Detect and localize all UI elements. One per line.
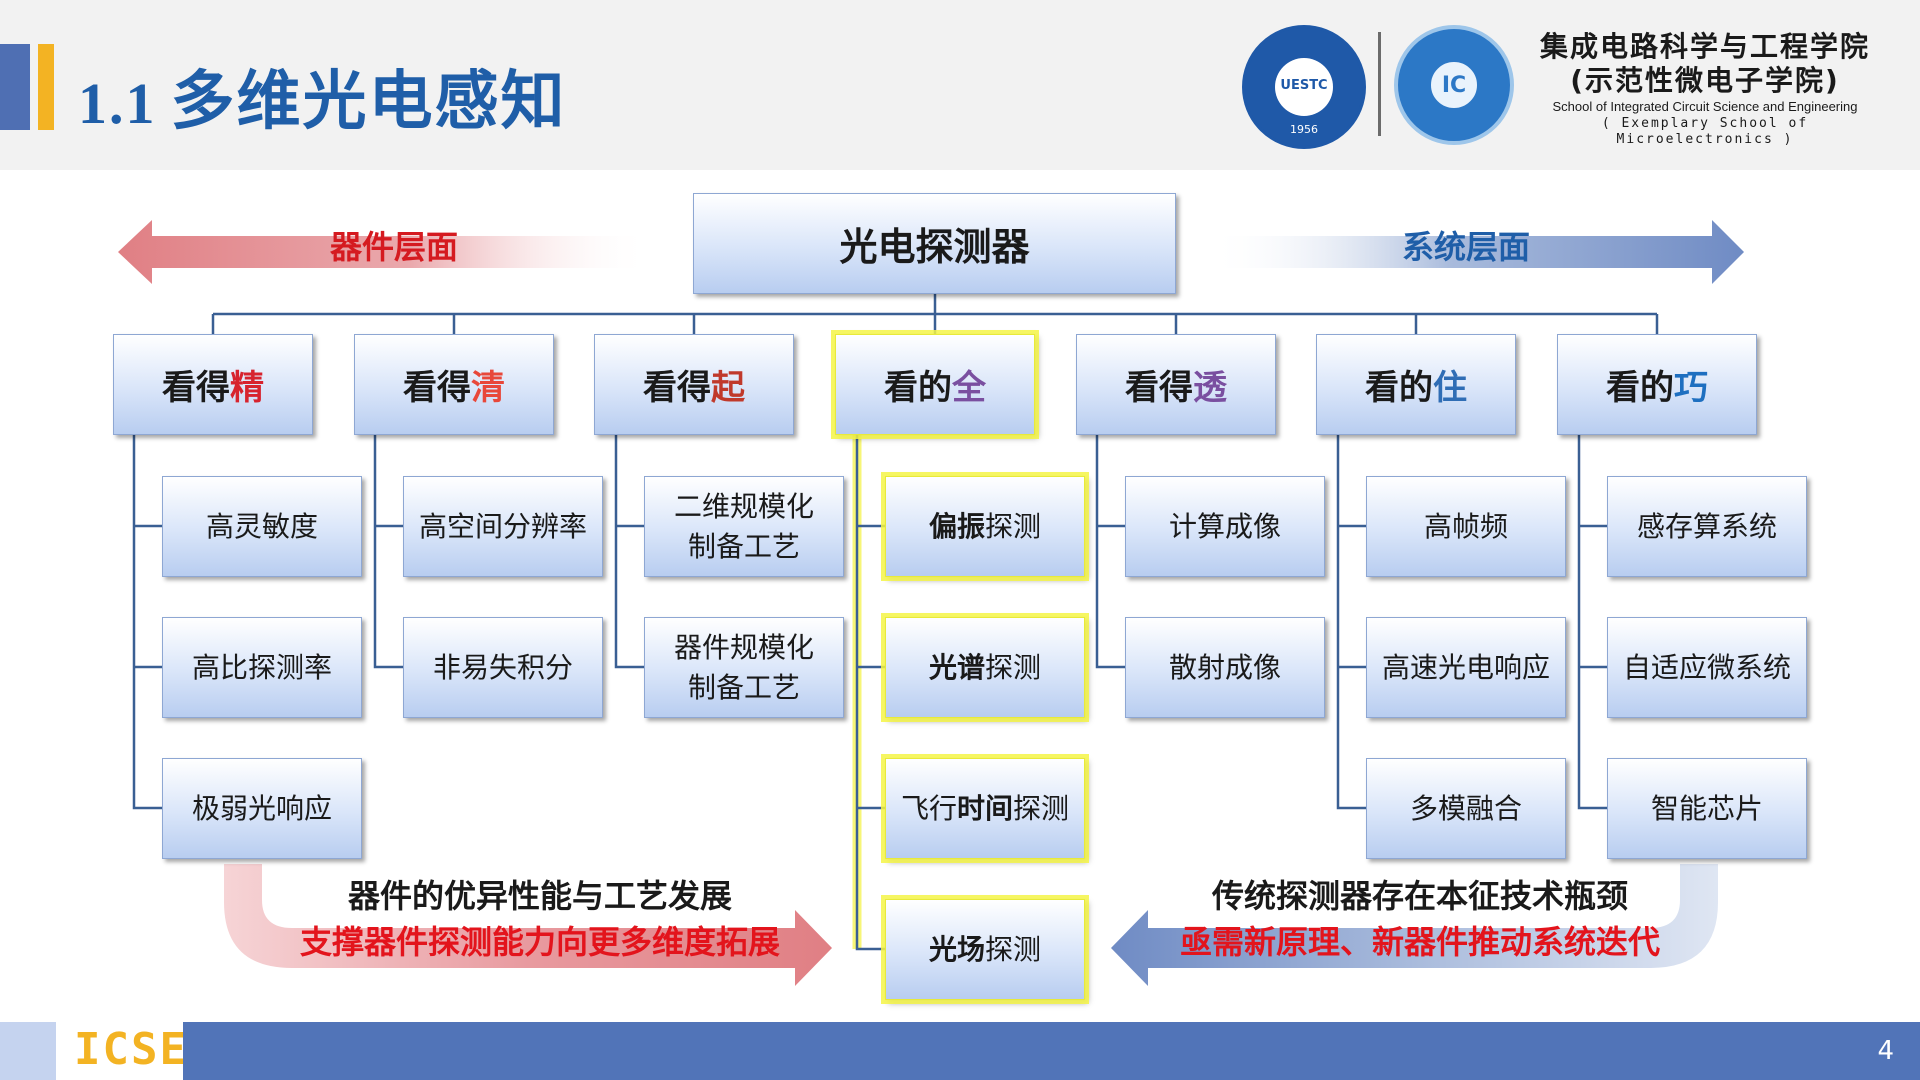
category-zhu: 看的住 [1316, 334, 1516, 435]
category-key: 全 [952, 368, 986, 408]
uestc-logo-year: 1956 [1290, 123, 1318, 136]
category-tou: 看得透 [1076, 334, 1276, 435]
header-accent-blue [0, 44, 30, 130]
system-level-label: 系统层面 [1402, 228, 1531, 266]
category-key: 清 [471, 368, 505, 408]
uestc-logo-text: UESTC [1280, 78, 1328, 93]
institute-zh-line1: 集成电路科学与工程学院 [1539, 30, 1870, 63]
category-key: 住 [1433, 368, 1467, 408]
category-prefix: 看得 [162, 368, 230, 408]
leaf-2d-scalable-fabrication: 二维规模化 制备工艺 [644, 476, 844, 577]
category-key: 起 [711, 368, 745, 408]
institute-name: 集成电路科学与工程学院 (示范性微电子学院) School of Integra… [1530, 30, 1880, 148]
category-prefix: 看得 [403, 368, 471, 408]
category-prefix: 看得 [643, 368, 711, 408]
leaf-spectral-detection: 光谱探测 [885, 617, 1085, 718]
category-prefix: 看得 [1125, 368, 1193, 408]
footer-accent [0, 1022, 56, 1080]
icse-logo: IC [1394, 25, 1514, 145]
leaf-scattering-imaging: 散射成像 [1125, 617, 1325, 718]
leaf-nonvolatile-integration: 非易失积分 [403, 617, 603, 718]
uestc-logo-center [1275, 58, 1333, 116]
institute-zh-line2: (示范性微电子学院) [1570, 64, 1840, 97]
category-qi: 看得起 [594, 334, 794, 435]
category-quan: 看的全 [835, 334, 1035, 435]
leaf-adaptive-microsystem: 自适应微系统 [1607, 617, 1807, 718]
category-prefix: 看的 [1365, 368, 1433, 408]
device-level-label: 器件层面 [330, 228, 459, 266]
caption-right: 传统探测器存在本征技术瓶颈 亟需新原理、新器件推动系统迭代 [1150, 871, 1690, 963]
leaf-polarization-detection: 偏振探测 [885, 476, 1085, 577]
leaf-time-of-flight-detection: 飞行时间探测 [885, 758, 1085, 859]
leaf-high-spatial-resolution: 高空间分辨率 [403, 476, 603, 577]
icse-logo-center [1428, 59, 1480, 111]
caption-right-line2: 亟需新原理、新器件推动系统迭代 [1179, 923, 1660, 961]
leaf-weak-light-response: 极弱光响应 [162, 758, 362, 859]
uestc-logo: UESTC 1956 [1242, 25, 1366, 149]
footer-bar [183, 1022, 1920, 1080]
leaf-device-scalable-fabrication: 器件规模化 制备工艺 [644, 617, 844, 718]
caption-right-line1: 传统探测器存在本征技术瓶颈 [1211, 877, 1628, 915]
leaf-high-frame-rate: 高帧频 [1366, 476, 1566, 577]
leaf-light-field-detection: 光场探测 [885, 899, 1085, 1000]
caption-left-line2: 支撑器件探测能力向更多维度拓展 [299, 923, 780, 961]
category-prefix: 看的 [1606, 368, 1674, 408]
category-prefix: 看的 [884, 368, 952, 408]
leaf-bold-part: 时间 [956, 791, 1013, 825]
slide-header [0, 0, 1920, 170]
leaf-smart-chip: 智能芯片 [1607, 758, 1807, 859]
logo-divider [1378, 32, 1381, 136]
category-qiao: 看的巧 [1557, 334, 1757, 435]
leaf-high-speed-response: 高速光电响应 [1366, 617, 1566, 718]
category-key: 透 [1193, 368, 1227, 408]
leaf-computational-imaging: 计算成像 [1125, 476, 1325, 577]
section-number: 1.1 [78, 71, 157, 136]
category-key: 精 [230, 368, 264, 408]
page-number: 4 [1877, 1036, 1894, 1066]
institute-en-line2: ( Exemplary School of Microelectronics ) [1601, 116, 1809, 147]
leaf-bold-part: 光谱 [928, 650, 985, 684]
leaf-high-detectivity: 高比探测率 [162, 617, 362, 718]
category-qing: 看得清 [354, 334, 554, 435]
institute-en-line1: School of Integrated Circuit Science and… [1552, 99, 1858, 114]
leaf-multimodal-fusion: 多模融合 [1366, 758, 1566, 859]
category-jing: 看得精 [113, 334, 313, 435]
caption-left-line1: 器件的优异性能与工艺发展 [347, 877, 732, 915]
title-text: 多维光电感知 [170, 65, 567, 139]
leaf-sensing-storage-computing: 感存算系统 [1607, 476, 1807, 577]
icse-logo-text: IC [1441, 73, 1467, 98]
category-key: 巧 [1674, 368, 1708, 408]
leaf-bold-part: 光场 [928, 932, 985, 966]
header-accent-gold [38, 44, 54, 130]
footer-logo: ICSE [74, 1024, 188, 1075]
root-node-photodetector: 光电探测器 [693, 193, 1176, 294]
leaf-high-sensitivity: 高灵敏度 [162, 476, 362, 577]
caption-left: 器件的优异性能与工艺发展 支撑器件探测能力向更多维度拓展 [270, 871, 810, 963]
leaf-bold-part: 偏振 [928, 509, 985, 543]
